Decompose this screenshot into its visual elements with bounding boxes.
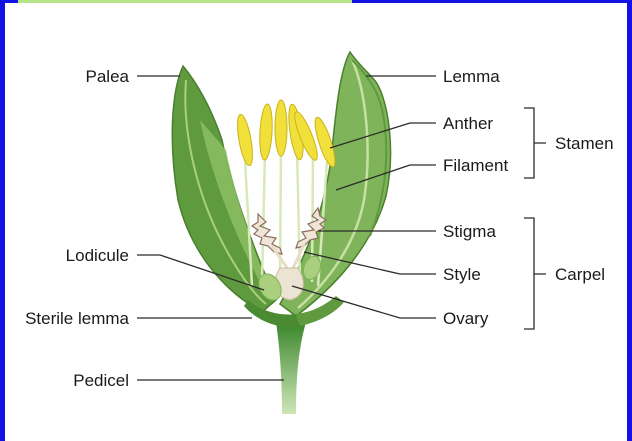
stamen-group-label: Stamen: [555, 134, 614, 153]
pedicel-label: Pedicel: [73, 371, 129, 390]
filament-label: Filament: [443, 156, 508, 175]
top-accent-bar: [18, 0, 352, 3]
lemma-label: Lemma: [443, 67, 500, 86]
ovary-label: Ovary: [443, 309, 489, 328]
pedicel-stem: [276, 322, 306, 414]
lodicule-label: Lodicule: [66, 246, 129, 265]
sterile-lemma-label: Sterile lemma: [25, 309, 129, 328]
carpel-group-label: Carpel: [555, 265, 605, 284]
palea-label: Palea: [86, 67, 130, 86]
stigma-label: Stigma: [443, 222, 496, 241]
right-frame-border: [627, 0, 632, 441]
style-label: Style: [443, 265, 481, 284]
anther-label: Anther: [443, 114, 493, 133]
left-frame-border: [0, 0, 5, 441]
carpel-bracket: [524, 218, 546, 329]
anthers: [235, 100, 339, 169]
stamen-bracket: [524, 108, 546, 178]
